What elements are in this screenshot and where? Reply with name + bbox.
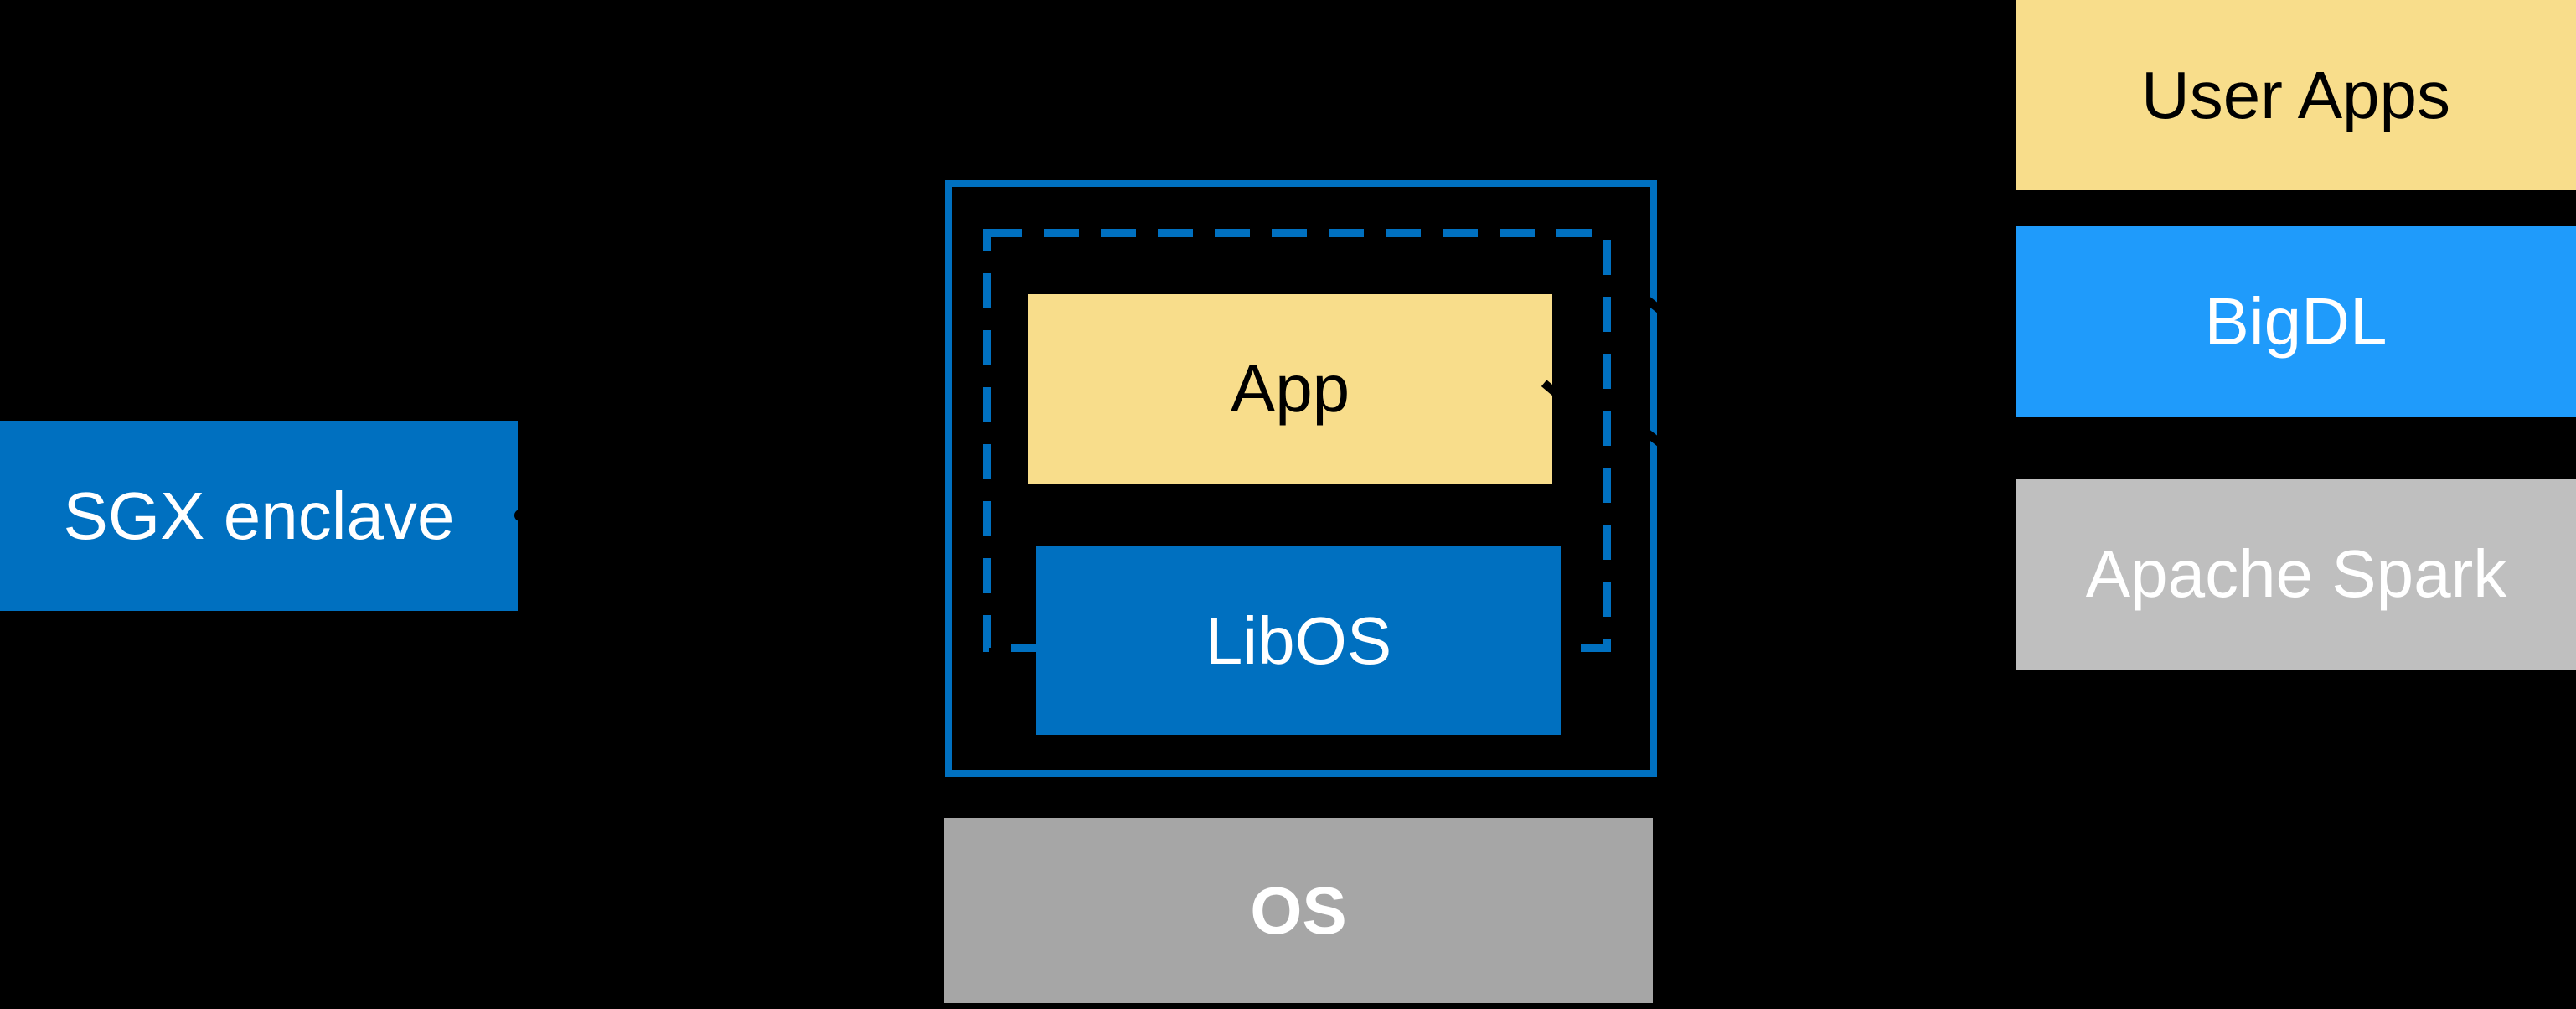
app-box: App — [1028, 294, 1552, 484]
apache-spark-label: Apache Spark — [2085, 536, 2507, 611]
user-apps-label: User Apps — [2140, 57, 2451, 132]
user-apps-box: User Apps — [2016, 0, 2576, 190]
app-label: App — [1230, 351, 1350, 426]
libos-box: LibOS — [1036, 546, 1561, 735]
bigdl-label: BigDL — [2204, 283, 2388, 359]
apache-spark-box: Apache Spark — [2016, 479, 2576, 670]
libos-label: LibOS — [1205, 603, 1392, 678]
os-box: OS — [944, 818, 1653, 1003]
bigdl-box: BigDL — [2016, 226, 2576, 417]
sgx-enclave-label: SGX enclave — [63, 478, 455, 553]
enclave-outline-box — [945, 180, 1657, 777]
leader-dot — [514, 510, 526, 521]
sgx-enclave-box: SGX enclave — [0, 421, 518, 611]
os-label: OS — [1250, 872, 1347, 948]
